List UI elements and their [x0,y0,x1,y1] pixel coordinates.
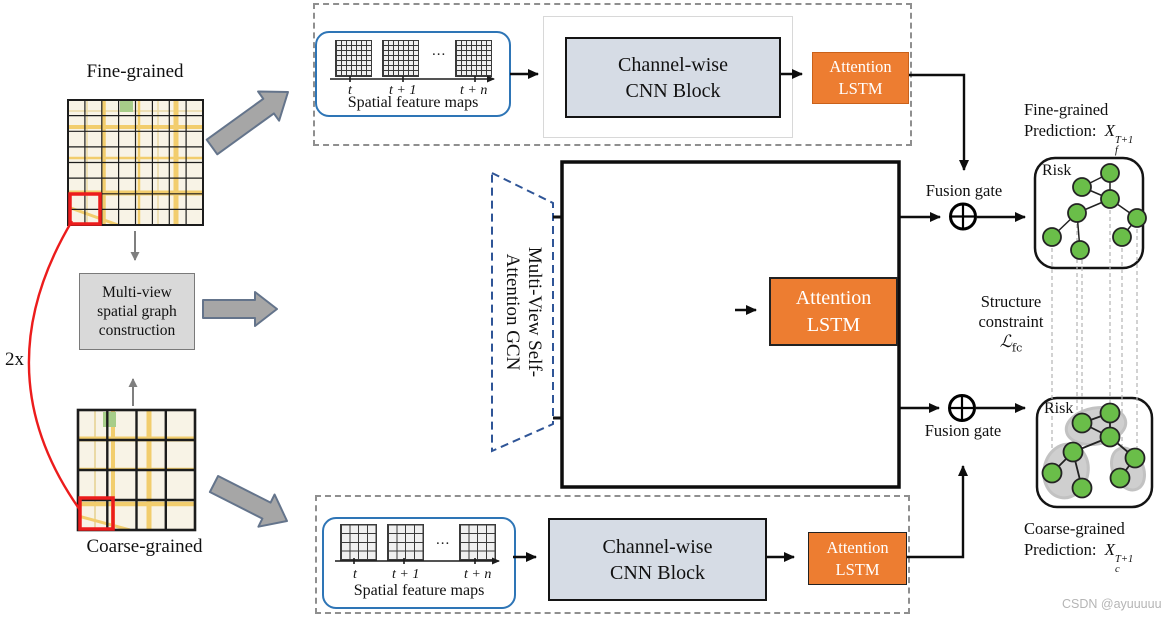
tick-t1: t + 1 [389,83,417,98]
arrow-coarse-to-bottom-icon [208,475,288,528]
tick-t1: t + 1 [392,567,420,582]
bottom-cnn-block: Channel-wise CNN Block [548,518,767,601]
graph-node [1042,227,1062,247]
scale-link-curve [27,220,81,511]
graph-node [1071,477,1093,499]
timelines [330,75,500,565]
center-attention-lstm: Attention LSTM [769,277,898,346]
structure-constraint-label: Structure constraint ℒfc [957,292,1065,358]
graph-node [1067,203,1087,223]
fusion-gate-bottom-oplus-icon [948,394,976,422]
structure-loss-symbol: ℒfc [999,332,1023,355]
coarse-grained-map [76,408,197,532]
top-attention-lstm: Attention LSTM [812,52,909,104]
connectors [510,69,1026,562]
fine-grained-label: Fine-grained [86,61,184,82]
ellipsis: ... [432,43,447,59]
graph-node [1099,402,1121,424]
tick-tn: t + n [460,83,488,98]
graph-construction-box: Multi-view spatial graph construction [79,273,195,350]
coarse-region-highlight [78,496,115,531]
feature-map-grid-icon [455,40,492,77]
gcn-label: Multi-View Self- Attention GCN [502,246,545,378]
bottom-feature-maps-panel: ... t t + 1 t + n Spatial feature maps [322,517,516,609]
top-cnn-block: Channel-wise CNN Block [565,37,781,118]
fusion-gate-bottom-label: Fusion gate [924,421,1002,440]
tick-t: t [348,83,352,98]
top-feature-maps-panel: ... t t + 1 t + n Spatial feature maps [315,31,511,117]
feature-maps-caption: Spatial feature maps [353,582,485,599]
graph-node [1100,163,1120,183]
fusion-gate-top-label: Fusion gate [925,181,1003,200]
risk-label-top: Risk [1042,162,1072,179]
tick-t: t [353,567,357,582]
feature-map-grid-icon [387,524,424,561]
coarse-grained-label: Coarse-grained [86,536,203,557]
feature-maps-caption: Spatial feature maps [347,94,479,111]
gcn-connector-nubs [553,215,563,420]
flow-block-arrows [202,90,289,528]
graph-node [1041,462,1063,484]
arrow-graph-to-gcn-icon [202,291,278,327]
scale-2x-label: 2x [5,349,24,370]
arrow-fine-to-top-icon [205,90,289,156]
risk-label-bottom: Risk [1044,400,1074,417]
graph-node [1062,441,1084,463]
graph-node [1112,227,1132,247]
graph-node [1072,177,1092,197]
bottom-attention-lstm: Attention LSTM [808,532,907,585]
graph-node [1071,412,1093,434]
tick-tn: t + n [464,567,492,582]
feature-map-grid-icon [340,524,377,561]
cluster-blob [1110,446,1146,492]
graph-node [1099,426,1121,448]
graph-node [1070,240,1090,260]
fine-grained-map [67,99,204,226]
fine-region-highlight [68,192,102,226]
fusion-gate-top-oplus-icon [949,202,977,231]
graph-node [1100,189,1120,209]
watermark: CSDN @ayuuuuu [1062,597,1162,611]
graph-node [1124,447,1146,469]
feature-map-grid-icon [459,524,496,561]
feature-map-grid-icon [382,40,419,77]
graph-node [1109,467,1131,489]
ellipsis: ... [436,532,451,548]
graph-node [1127,208,1147,228]
cluster-blob [1042,442,1090,500]
feature-map-grid-icon [335,40,372,77]
